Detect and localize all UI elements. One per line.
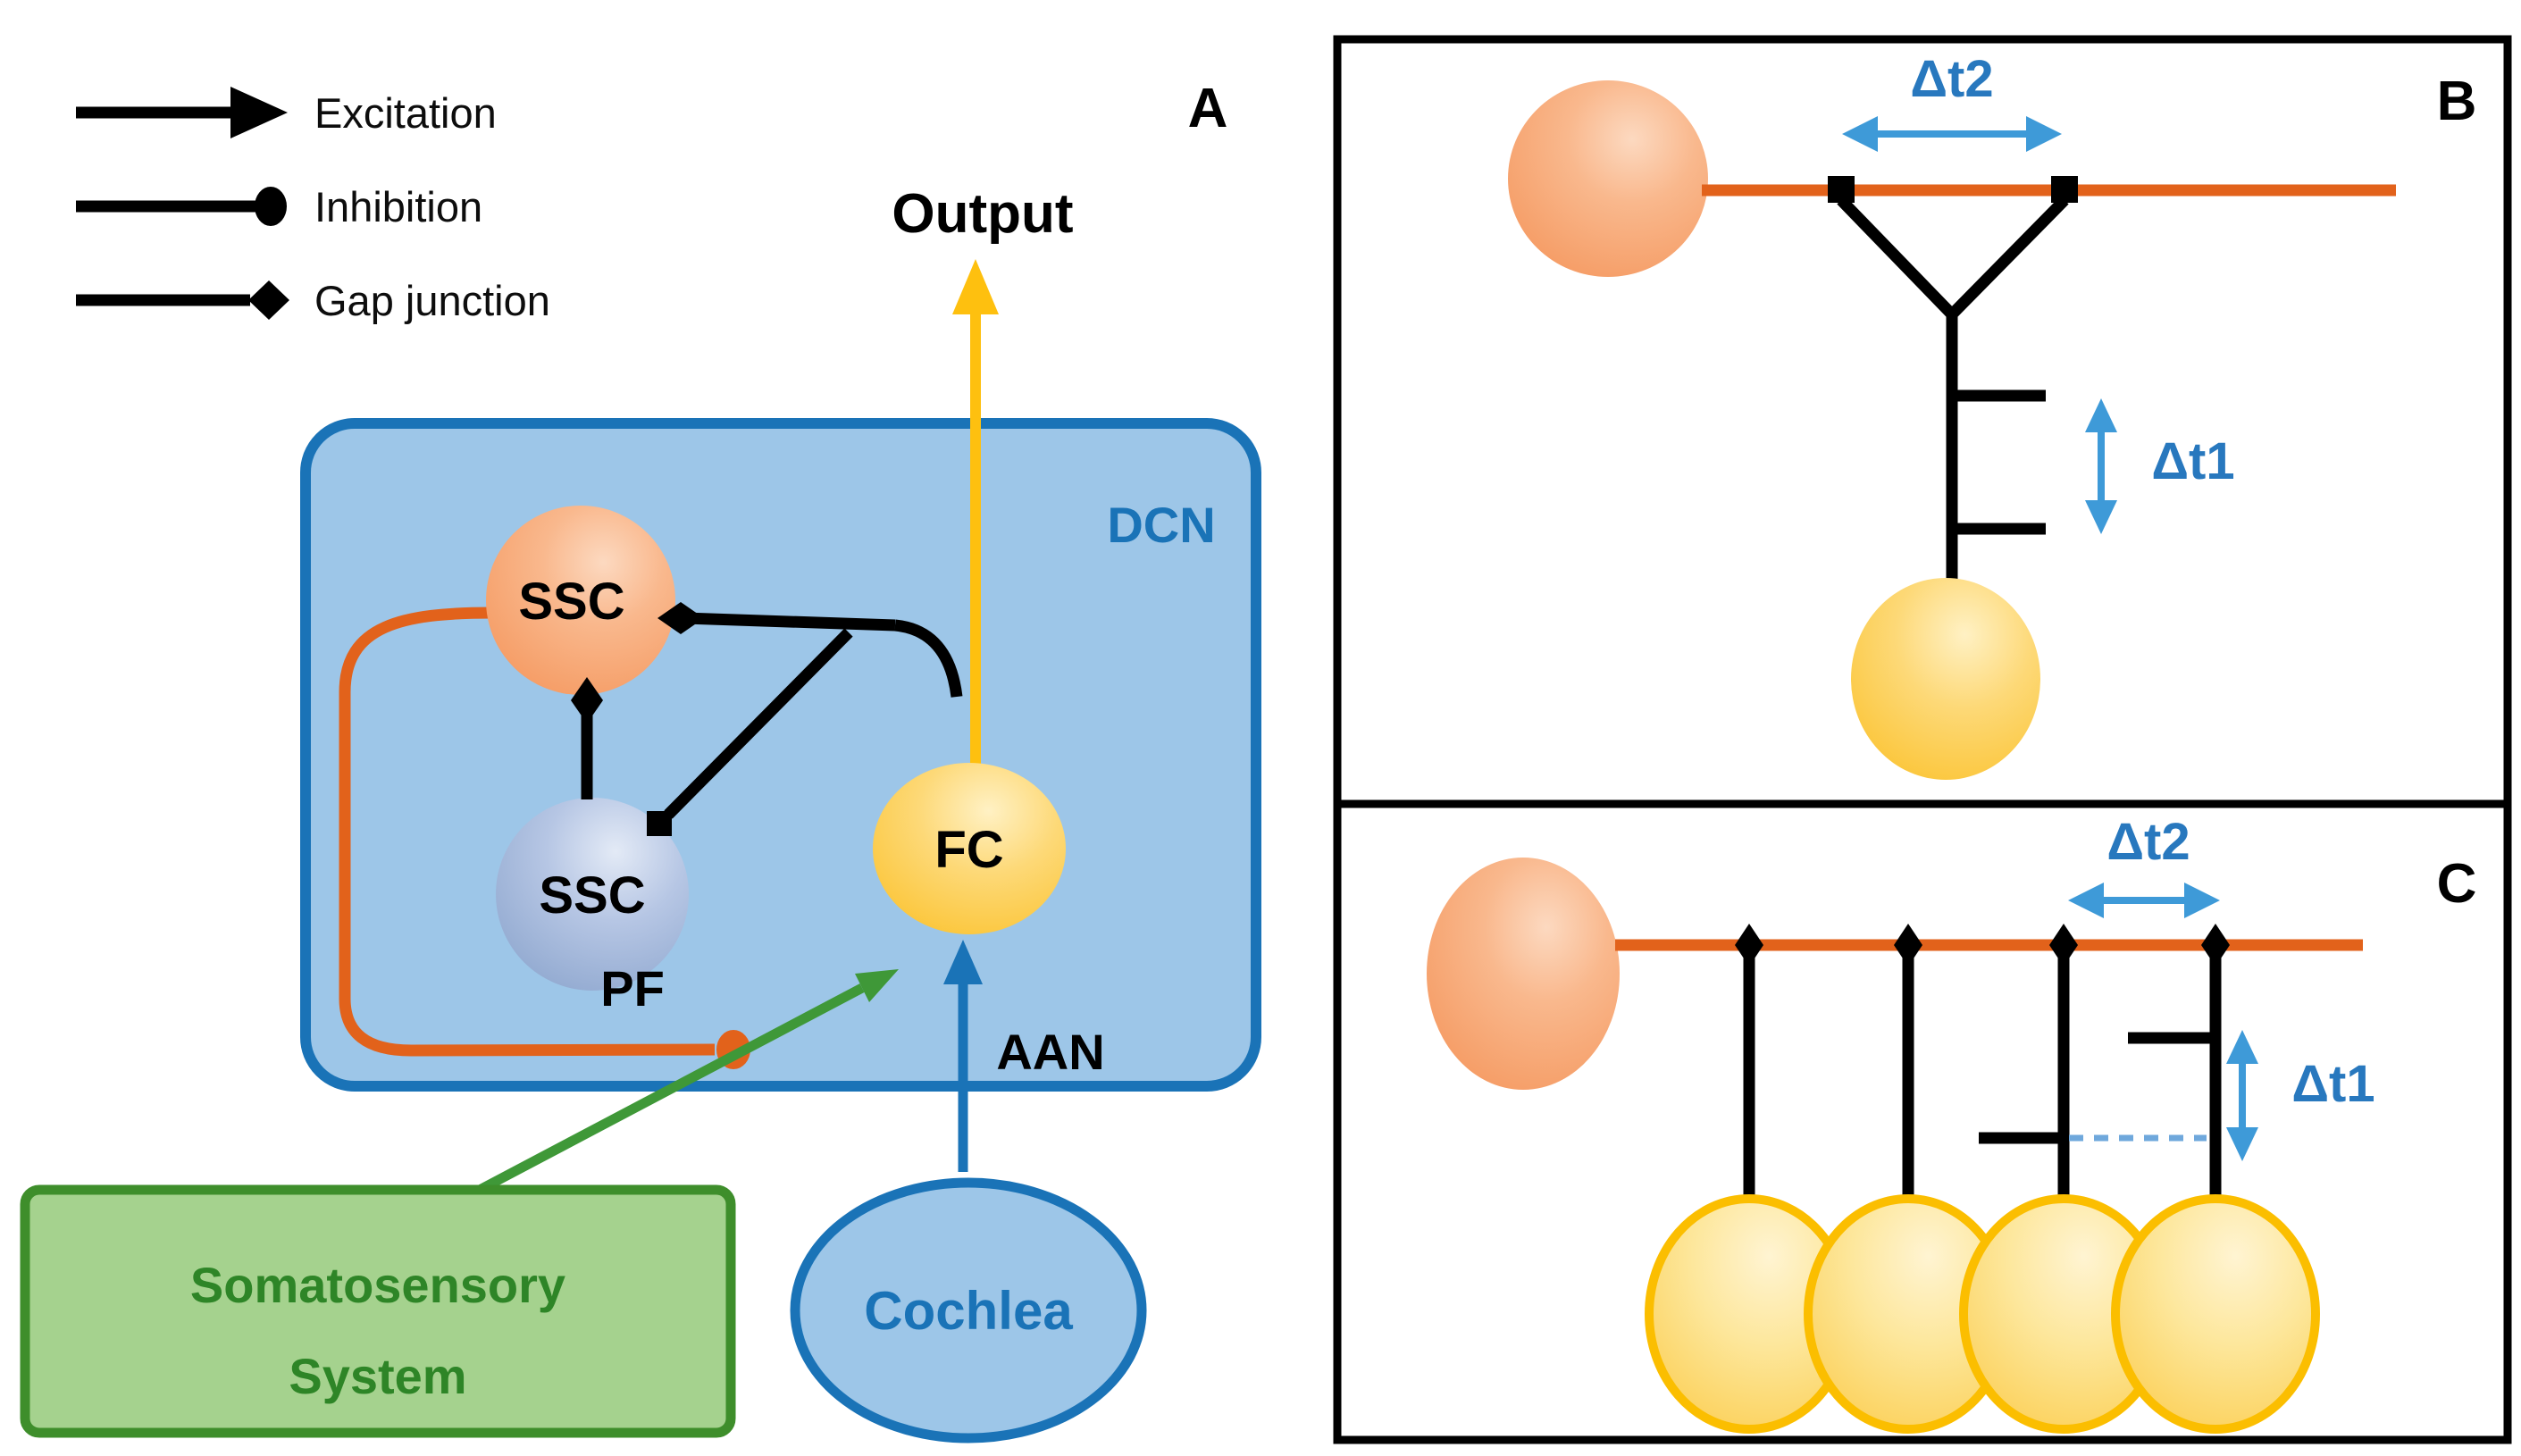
synapse-square-left-icon: [1828, 176, 1855, 203]
gap-junction-horizontal-line: [683, 612, 896, 632]
cochlea-ellipse: [790, 1177, 1147, 1443]
fc-cell: [873, 763, 1066, 934]
somatosensory-label-line1: Somatosensory: [190, 1257, 565, 1313]
pf-label: PF: [600, 960, 665, 1017]
panel-c: C Δt2 Δt1: [1333, 799, 2512, 1444]
dendrite-4: [2201, 924, 2230, 1208]
excitation-arrow-icon: [230, 87, 288, 138]
fc-dendrite-curve: [894, 619, 963, 698]
ssc-blue-cell: [496, 798, 689, 991]
cochlea-label: Cochlea: [864, 1281, 1073, 1341]
inhibition-diagonal-line: [664, 628, 853, 819]
ssc-soma: [1427, 858, 1620, 1090]
ssc-orange-label: SSC: [518, 573, 624, 631]
dt2-arrowhead-right-icon: [2026, 116, 2062, 152]
legend-label: Gap junction: [314, 277, 550, 324]
panel-a: A DCN Output SSC SSC FC PF AAN: [20, 78, 1261, 1443]
ssc-orange-cell: [486, 506, 675, 695]
dendrite-3: [2049, 924, 2078, 1208]
gap-junction-diamond-up-icon: [571, 677, 603, 724]
gap-junction-diamond-icon: [2201, 924, 2230, 966]
legend-label: Excitation: [314, 89, 497, 137]
panel-a-label: A: [1188, 78, 1228, 139]
pf-arrow-shaft: [477, 983, 865, 1194]
aan-arrowhead-icon: [943, 940, 983, 984]
inhibition-square-synapse-icon: [647, 811, 672, 836]
output-label: Output: [892, 183, 1073, 245]
dendrite-1: [1735, 924, 1763, 1208]
dt2-arrowhead-left-icon: [2068, 883, 2104, 918]
dt2-arrowhead-left-icon: [1842, 116, 1878, 152]
gap-junction-diamond-icon: [2049, 924, 2078, 966]
ssc-blue-label: SSC: [539, 866, 645, 925]
fc-label: FC: [934, 821, 1003, 879]
gap-junction-diamond-icon: [1894, 924, 1922, 966]
legend-item-gap-junction: Gap junction: [76, 277, 550, 324]
pf-arrowhead-icon: [855, 969, 899, 1002]
dt1-arrowhead-top-icon: [2226, 1030, 2258, 1064]
gap-junction-diamond-left-icon: [657, 602, 704, 634]
dt2-label: Δt2: [2106, 813, 2190, 871]
dt2-label: Δt2: [1910, 50, 1993, 108]
dt1-arrowhead-bottom-icon: [2085, 500, 2117, 534]
panel-b-label: B: [2437, 71, 2477, 132]
inhibition-dot-icon: [255, 187, 287, 226]
output-arrowhead-icon: [952, 259, 999, 314]
synapse-square-right-icon: [2051, 176, 2078, 203]
dt1-label: Δt1: [2291, 1055, 2374, 1113]
legend-item-inhibition: Inhibition: [76, 183, 482, 230]
dendrite-2: [1894, 924, 1922, 1208]
fc-soma: [1851, 578, 2040, 780]
somatosensory-box: [20, 1184, 736, 1438]
legend: Excitation Inhibition Gap junction: [76, 87, 550, 324]
ssc-soma: [1508, 80, 1708, 277]
dt2-arrowhead-right-icon: [2184, 883, 2220, 918]
legend-label: Inhibition: [314, 183, 482, 230]
ssc-inhibitory-axon: [339, 607, 716, 1057]
dt1-label: Δt1: [2151, 432, 2234, 490]
fc-cell-4: [2111, 1194, 2320, 1434]
dt1-arrowhead-top-icon: [2085, 398, 2117, 432]
panel-c-label: C: [2437, 853, 2477, 915]
gap-junction-diamond-icon: [248, 280, 289, 320]
somatosensory-label-line2: System: [289, 1348, 466, 1404]
dendrite-branch-right: [1947, 196, 2069, 319]
legend-item-excitation: Excitation: [76, 87, 497, 138]
gap-junction-diamond-icon: [1735, 924, 1763, 966]
dcn-label: DCN: [1107, 497, 1215, 553]
aan-label: AAN: [996, 1024, 1104, 1080]
panel-b: B Δt2 Δt1: [1333, 35, 2512, 808]
dendrite-branch-left: [1837, 196, 1956, 319]
dt1-arrowhead-bottom-icon: [2226, 1127, 2258, 1161]
